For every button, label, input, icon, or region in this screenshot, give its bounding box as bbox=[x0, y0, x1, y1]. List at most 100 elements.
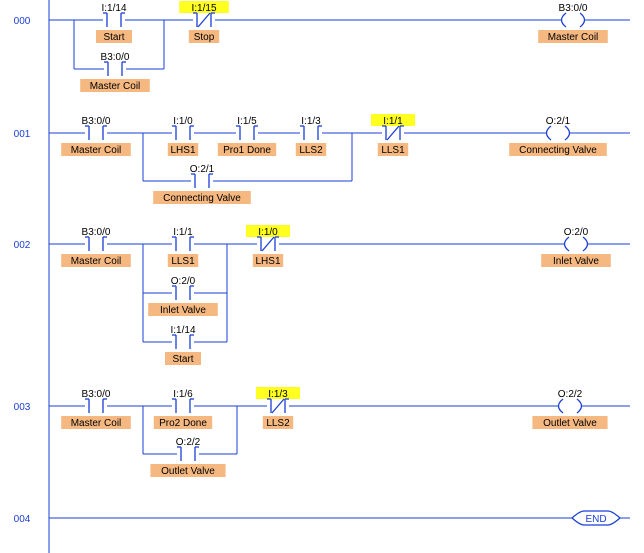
label-box bbox=[252, 254, 284, 267]
label-box bbox=[217, 143, 277, 156]
coil-address: O:2/1 bbox=[546, 116, 571, 127]
label-box bbox=[96, 30, 132, 43]
rung-number: 000 bbox=[14, 16, 31, 27]
coil-left-arc bbox=[560, 12, 567, 28]
contact-label: Master Coil bbox=[90, 81, 141, 92]
label-box bbox=[80, 79, 150, 92]
contact-address: I:1/15 bbox=[191, 3, 216, 14]
contact-label: LLS2 bbox=[266, 418, 290, 429]
coil-right-arc bbox=[579, 12, 586, 28]
nc-slash bbox=[271, 398, 285, 414]
contact-label: Master Coil bbox=[71, 256, 122, 267]
contact-label: Pro2 Done bbox=[159, 418, 207, 429]
rung-number: 001 bbox=[14, 129, 31, 140]
contact-label: Stop bbox=[194, 32, 215, 43]
end-instruction[interactable]: END bbox=[571, 510, 621, 526]
label-box bbox=[153, 416, 213, 429]
contact-label: Pro1 Done bbox=[223, 145, 271, 156]
label-box bbox=[167, 254, 199, 267]
label-box bbox=[538, 30, 608, 43]
label-box bbox=[148, 303, 218, 316]
contact-label: LLS2 bbox=[299, 145, 323, 156]
contact-address: O:2/0 bbox=[171, 276, 196, 287]
coil-label: Master Coil bbox=[548, 32, 599, 43]
coil-address: B3:0/0 bbox=[559, 3, 588, 14]
contact-label: LHS1 bbox=[170, 145, 195, 156]
label-box bbox=[153, 191, 251, 204]
highlight-marker bbox=[246, 225, 290, 237]
coil-address: O:2/2 bbox=[558, 389, 583, 400]
contact-address: B3:0/0 bbox=[101, 52, 130, 63]
nc-slash bbox=[197, 12, 211, 28]
label-box bbox=[377, 143, 409, 156]
contact-address: I:1/14 bbox=[170, 325, 195, 336]
contact-address: I:1/3 bbox=[268, 389, 288, 400]
contact-address: B3:0/0 bbox=[82, 389, 111, 400]
label-box bbox=[61, 416, 131, 429]
rung-number: 002 bbox=[14, 240, 31, 251]
contact-label: Start bbox=[172, 354, 193, 365]
coil-left-arc bbox=[545, 125, 552, 141]
nc-slash bbox=[261, 236, 275, 252]
label-box bbox=[61, 254, 131, 267]
coil-left-arc bbox=[557, 398, 564, 414]
contact-label: Master Coil bbox=[71, 145, 122, 156]
contact-label: Master Coil bbox=[71, 418, 122, 429]
label-box bbox=[295, 143, 327, 156]
contact-address: I:1/3 bbox=[301, 116, 321, 127]
contact-label: LLS1 bbox=[171, 256, 195, 267]
contact-label: Start bbox=[103, 32, 124, 43]
coil-label: Inlet Valve bbox=[553, 256, 599, 267]
contact-address: I:1/14 bbox=[101, 3, 126, 14]
contact-address: I:1/6 bbox=[173, 389, 193, 400]
label-box bbox=[167, 143, 199, 156]
coil-right-arc bbox=[576, 398, 583, 414]
coil-right-arc bbox=[564, 125, 571, 141]
label-box bbox=[61, 143, 131, 156]
label-box bbox=[150, 464, 226, 477]
contact-address: I:1/0 bbox=[258, 227, 278, 238]
coil-label: Connecting Valve bbox=[519, 145, 597, 156]
label-box bbox=[532, 416, 608, 429]
contact-address: I:1/0 bbox=[173, 116, 193, 127]
contact-label: Outlet Valve bbox=[161, 466, 215, 477]
contact-address: B3:0/0 bbox=[82, 116, 111, 127]
highlight-marker bbox=[371, 114, 415, 126]
coil-left-arc bbox=[563, 236, 570, 252]
contact-address: O:2/2 bbox=[176, 437, 201, 448]
contact-label: Connecting Valve bbox=[163, 193, 241, 204]
contact-label: LLS1 bbox=[381, 145, 405, 156]
coil-label: Outlet Valve bbox=[543, 418, 597, 429]
